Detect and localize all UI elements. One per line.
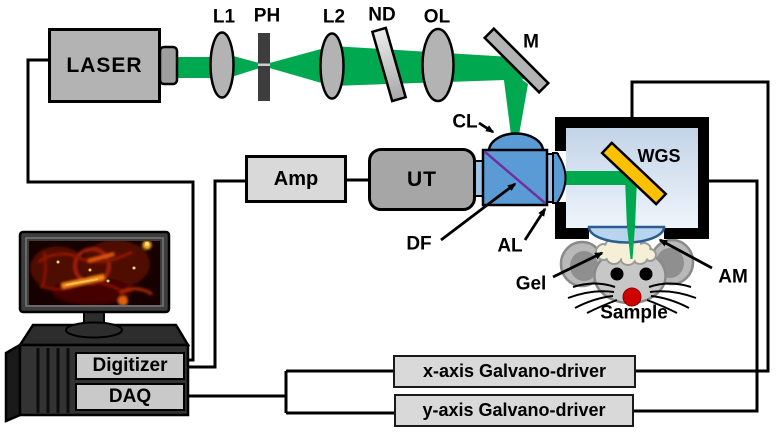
x-axis-galvano-driver-box: x-axis Galvano-driver — [393, 355, 636, 388]
laser-label: LASER — [66, 53, 143, 77]
amp-label: Amp — [273, 167, 319, 190]
x-driver-label: x-axis Galvano-driver — [422, 361, 607, 381]
monitor-base — [65, 321, 123, 339]
pinhole-slit — [258, 63, 270, 66]
gel-arrow — [552, 251, 604, 279]
acoustic-membrane-lens-am — [587, 225, 666, 244]
al-arrow — [523, 207, 547, 241]
y-driver-label: y-axis Galvano-driver — [422, 400, 606, 420]
df-label: DF — [406, 233, 432, 255]
monitor — [18, 230, 171, 339]
sample-label: Sample — [600, 302, 668, 324]
monitor-bezel — [25, 237, 164, 307]
acoustic-lens-face — [552, 152, 567, 204]
waterproof-galvano-scanner-wgs — [600, 141, 668, 206]
annotation-arrows — [440, 121, 713, 279]
am-label: AM — [718, 266, 748, 288]
laser-box: LASER — [48, 28, 161, 103]
mirror-m — [482, 26, 551, 95]
optical-elements — [158, 26, 551, 103]
gel-label: Gel — [515, 273, 547, 295]
pinhole-ph — [258, 33, 270, 101]
wgs-label: WGS — [637, 146, 681, 166]
signal-wires — [26, 58, 770, 415]
amp-to-digitizer-wire — [184, 179, 246, 369]
correction-lens-cl-dome — [487, 132, 545, 153]
cl-arrow — [478, 121, 495, 134]
laser-nozzle — [158, 45, 179, 86]
beam-pinhole-to-l2 — [266, 46, 332, 86]
mouse-right-eye — [639, 267, 653, 281]
ol-label: OL — [423, 6, 451, 28]
lens-l2 — [319, 32, 345, 100]
beam-combiner-assembly — [473, 132, 567, 207]
y-axis-galvano-driver-box: y-axis Galvano-driver — [394, 394, 634, 427]
mouse-left-eye — [610, 267, 624, 281]
ph-label: PH — [253, 5, 281, 27]
m-label: M — [523, 31, 539, 53]
dichroic-filter-df — [483, 150, 547, 205]
digitizer-label: Digitizer — [92, 355, 168, 376]
am-arrow — [658, 238, 713, 270]
pam-vascular-image — [30, 241, 153, 305]
lens-l1 — [209, 31, 235, 99]
beam-in-tank-horizontal — [560, 171, 638, 185]
beam-mirror-to-cl — [502, 65, 528, 135]
al-label: AL — [497, 235, 523, 257]
cl-label: CL — [452, 111, 478, 133]
tower-left-face — [4, 342, 22, 423]
laser-trigger-wire — [26, 58, 195, 362]
daq-panel: DAQ — [75, 383, 185, 411]
mouse-nose — [622, 287, 642, 307]
scanner-tank — [555, 117, 709, 244]
beam-in-tank-vertical — [625, 178, 637, 228]
x-driver-to-scanner-wire — [630, 80, 770, 373]
daq-label: DAQ — [108, 386, 152, 407]
y-driver-to-scanner-wire — [633, 179, 759, 413]
ut-label: UT — [407, 167, 437, 191]
df-arrow — [440, 182, 517, 242]
amplifier-box: Amp — [245, 155, 347, 203]
nd-filter — [370, 26, 408, 103]
digitizer-panel: Digitizer — [75, 352, 185, 380]
ultrasonic-transducer-box: UT — [368, 148, 476, 211]
l2-label: L2 — [322, 6, 346, 28]
nd-label: ND — [368, 4, 396, 26]
beam-to-sample — [627, 226, 635, 259]
l1-label: L1 — [212, 6, 236, 28]
mouse-whiskers — [567, 282, 697, 314]
tank-walls — [555, 117, 709, 239]
objective-lens-ol — [421, 27, 455, 103]
